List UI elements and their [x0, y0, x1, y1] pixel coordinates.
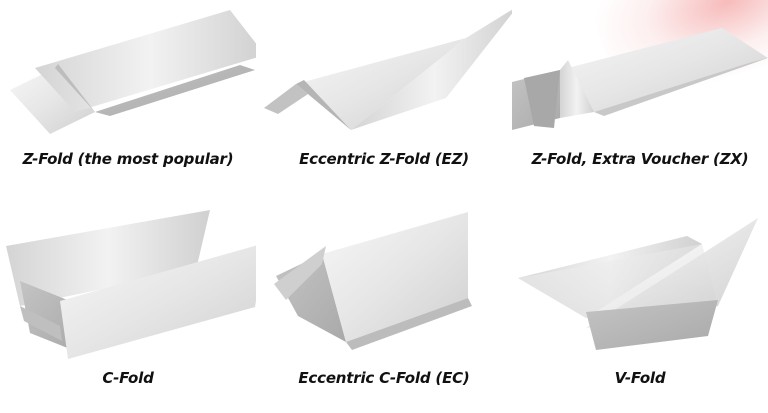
eccentric-c-fold-icon	[274, 212, 472, 350]
fold-panel-c-fold: C-Fold	[0, 206, 256, 412]
fold-caption: C-Fold	[102, 369, 154, 387]
fold-caption: Eccentric Z-Fold (EZ)	[299, 150, 469, 168]
fold-caption: Z-Fold (the most popular)	[22, 150, 234, 168]
c-fold-icon	[6, 210, 256, 359]
fold-panel-eccentric-c-fold: Eccentric C-Fold (EC)	[256, 206, 512, 412]
fold-caption: V-Fold	[614, 369, 666, 387]
eccentric-z-fold-icon	[264, 9, 512, 130]
z-fold-extra-voucher-icon	[512, 28, 768, 130]
fold-panel-v-fold: V-Fold	[512, 206, 768, 412]
fold-caption: Z-Fold, Extra Voucher (ZX)	[531, 150, 749, 168]
v-fold-icon	[518, 218, 758, 350]
fold-panel-eccentric-z-fold: Eccentric Z-Fold (EZ)	[256, 0, 512, 206]
fold-panel-z-fold: Z-Fold (the most popular)	[0, 0, 256, 206]
fold-caption: Eccentric C-Fold (EC)	[298, 369, 470, 387]
z-fold-icon	[10, 10, 256, 134]
fold-panel-z-fold-extra-voucher: Z-Fold, Extra Voucher (ZX)	[512, 0, 768, 206]
